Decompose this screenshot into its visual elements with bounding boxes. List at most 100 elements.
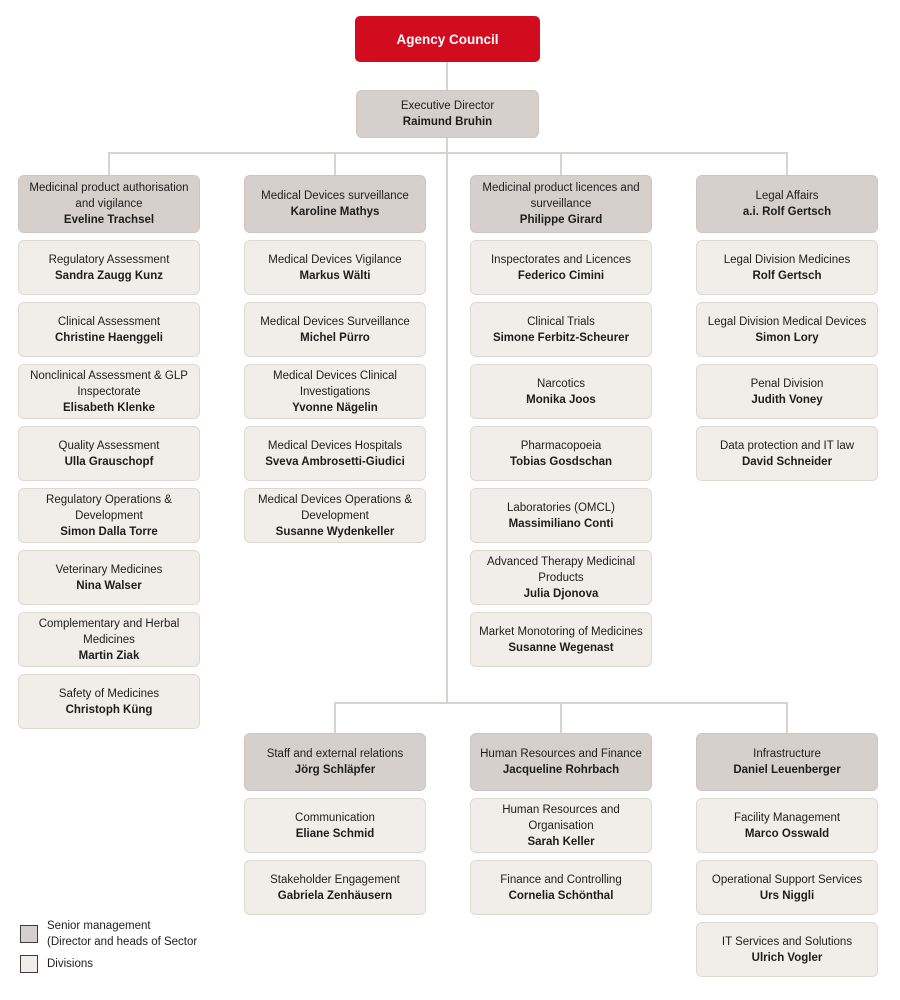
division-head-name: Ulla Grauschopf (64, 455, 154, 468)
division-box: Nonclinical Assessment & GLP Inspectorat… (18, 364, 200, 419)
agency-council-box: Agency Council (355, 16, 540, 62)
division-box: Medical Devices Vigilance Markus Wälti (244, 240, 426, 295)
division-head-name: Sandra Zaugg Kunz (55, 269, 163, 282)
division-box: Clinical Assessment Christine Haenggeli (18, 302, 200, 357)
sector-head-box: Medical Devices surveillance Karoline Ma… (244, 175, 426, 233)
division-box: Veterinary Medicines Nina Walser (18, 550, 200, 605)
sector-head-box: Medicinal product licences and surveilla… (470, 175, 652, 233)
division-box: Legal Division Medical Devices Simon Lor… (696, 302, 878, 357)
division-box: Regulatory Operations & Development Simo… (18, 488, 200, 543)
division-box: Operational Support Services Urs Niggli (696, 860, 878, 915)
division-box: IT Services and Solutions Ulrich Vogler (696, 922, 878, 977)
executive-director-box: Executive Director Raimund Bruhin (356, 90, 539, 138)
legend-row-divisions: Divisions (20, 955, 197, 973)
sector-title: Human Resources and Finance (480, 748, 642, 760)
sector-head-box: Infrastructure Daniel Leuenberger (696, 733, 878, 791)
division-head-name: Simon Dalla Torre (60, 525, 158, 538)
sector-head-name: Karoline Mathys (290, 206, 380, 218)
division-box: Penal Division Judith Voney (696, 364, 878, 419)
division-title: Pharmacopoeia (520, 439, 602, 452)
division-title: Safety of Medicines (58, 687, 160, 700)
division-head-name: Ulrich Vogler (751, 951, 823, 964)
sector-head-box: Human Resources and Finance Jacqueline R… (470, 733, 652, 791)
division-head-name: Sarah Keller (527, 835, 595, 848)
division-title: Penal Division (750, 377, 824, 390)
division-title: Clinical Assessment (57, 315, 161, 328)
division-title: Medical Devices Surveillance (260, 315, 410, 328)
connector-drop-sector1 (108, 152, 110, 175)
division-title: Finance and Controlling (500, 873, 622, 886)
sector-column-staff: Staff and external relations Jörg Schläp… (244, 733, 426, 915)
division-title: Human Resources and Organisation (502, 803, 620, 832)
division-title: Veterinary Medicines (55, 563, 163, 576)
division-title: Nonclinical Assessment & GLP Inspectorat… (30, 369, 188, 398)
division-box: Inspectorates and Licences Federico Cimi… (470, 240, 652, 295)
executive-director-name: Raimund Bruhin (402, 116, 493, 128)
division-box: Communication Eliane Schmid (244, 798, 426, 853)
legend: Senior management (Director and heads of… (20, 918, 197, 978)
division-box: Data protection and IT law David Schneid… (696, 426, 878, 481)
division-head-name: Marco Osswald (744, 827, 830, 840)
sector-title: Medicinal product authorisation and vigi… (29, 182, 189, 210)
division-title: Stakeholder Engagement (270, 873, 400, 886)
division-box: Facility Management Marco Osswald (696, 798, 878, 853)
division-box: Complementary and Herbal Medicines Marti… (18, 612, 200, 667)
sector-title: Medical Devices surveillance (261, 190, 409, 202)
division-title: Operational Support Services (711, 873, 863, 886)
legend-senior-line2: (Director and heads of Sector (47, 936, 198, 948)
division-box: Quality Assessment Ulla Grauschopf (18, 426, 200, 481)
division-title: Facility Management (733, 811, 841, 824)
division-box: Advanced Therapy Medicinal Products Juli… (470, 550, 652, 605)
division-head-name: Christine Haenggeli (55, 331, 163, 344)
division-head-name: Christoph Küng (65, 703, 153, 716)
division-head-name: David Schneider (741, 455, 833, 468)
division-head-name: Susanne Wydenkeller (275, 525, 395, 538)
division-head-name: Federico Cimini (517, 269, 605, 282)
division-head-name: Rolf Gertsch (752, 269, 822, 282)
division-box: Laboratories (OMCL) Massimiliano Conti (470, 488, 652, 543)
connector-drop-sector4 (786, 152, 788, 175)
sector-title: Medicinal product licences and surveilla… (482, 182, 640, 210)
division-box: Medical Devices Operations & Development… (244, 488, 426, 543)
division-head-name: Susanne Wegenast (508, 641, 614, 654)
connector-top-horizontal (108, 152, 788, 154)
legend-label-divisions: Divisions (47, 958, 94, 970)
division-box: Medical Devices Hospitals Sveva Ambroset… (244, 426, 426, 481)
division-title: Laboratories (OMCL) (506, 501, 615, 514)
division-head-name: Cornelia Schönthal (508, 889, 614, 902)
sector-column-devices-surveillance: Medical Devices surveillance Karoline Ma… (244, 175, 426, 543)
division-head-name: Sveva Ambrosetti-Giudici (265, 455, 405, 468)
sector-head-name: a.i. Rolf Gertsch (742, 206, 832, 218)
division-box: Medical Devices Clinical Investigations … (244, 364, 426, 419)
division-head-name: Martin Ziak (78, 649, 140, 662)
division-box: Stakeholder Engagement Gabriela Zenhäuse… (244, 860, 426, 915)
legend-swatch-divisions (20, 955, 38, 973)
division-box: Narcotics Monika Joos (470, 364, 652, 419)
legend-label-senior-management: Senior management (Director and heads of… (47, 918, 197, 950)
division-title: Legal Division Medical Devices (707, 315, 867, 328)
division-head-name: Gabriela Zenhäusern (277, 889, 393, 902)
division-title: Communication (295, 811, 375, 824)
sector-column-hr-finance: Human Resources and Finance Jacqueline R… (470, 733, 652, 915)
division-title: Narcotics (537, 377, 585, 390)
division-head-name: Simone Ferbitz-Scheurer (492, 331, 630, 344)
division-title: Market Monotoring of Medicines (479, 625, 643, 638)
division-head-name: Eliane Schmid (295, 827, 375, 840)
division-head-name: Judith Voney (751, 393, 823, 406)
connector-center-vertical (446, 138, 448, 703)
sector-column-authorisation: Medicinal product authorisation and vigi… (18, 175, 200, 729)
sector-head-name: Eveline Trachsel (63, 214, 155, 226)
division-head-name: Elisabeth Klenke (62, 401, 156, 414)
division-head-name: Monika Joos (526, 393, 596, 406)
sector-head-box: Legal Affairs a.i. Rolf Gertsch (696, 175, 878, 233)
executive-director-role: Executive Director (400, 100, 495, 112)
agency-council-label: Agency Council (396, 31, 499, 47)
division-title: IT Services and Solutions (721, 935, 853, 948)
legend-swatch-senior-management (20, 925, 38, 943)
division-title: Inspectorates and Licences (490, 253, 631, 266)
division-title: Medical Devices Operations & Development (257, 493, 413, 522)
division-head-name: Julia Djonova (523, 587, 599, 600)
connector-drop-staff (334, 702, 336, 733)
sector-title: Infrastructure (753, 748, 821, 760)
